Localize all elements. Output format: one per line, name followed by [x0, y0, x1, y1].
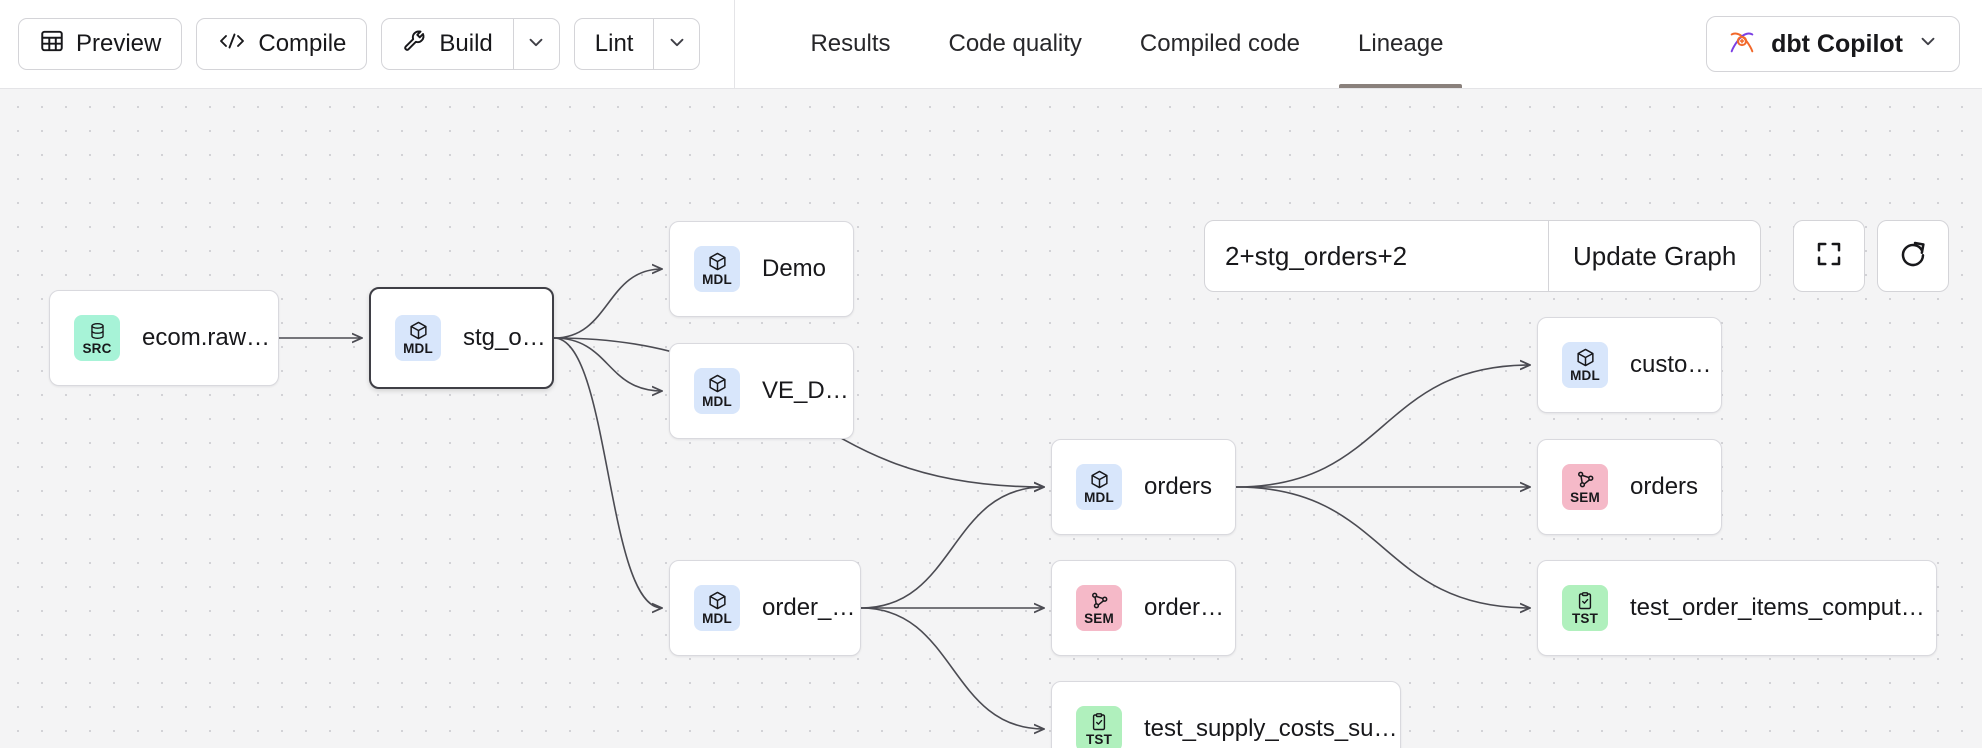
lineage-node-label: test_order_items_compute_to_bools_c… [1630, 594, 1936, 621]
chevron-down-icon [525, 31, 547, 58]
node-type-label: MDL [1084, 490, 1114, 506]
lineage-node-orders_sem[interactable]: SEM orders [1537, 439, 1722, 535]
wrench-icon [402, 28, 428, 61]
lineage-node-label: order_item [1144, 594, 1235, 621]
node-type-label: SEM [1570, 490, 1600, 506]
chevron-down-icon [1917, 30, 1939, 59]
lineage-node-test_supply_costs[interactable]: TST test_supply_costs_sum_correctly [1051, 681, 1401, 748]
lineage-node-label: Demo [762, 255, 827, 282]
lineage-canvas[interactable]: SRCecom.raw_ordersMDLstg_ordersMDLDemoMD… [0, 89, 1982, 748]
dbt-copilot-icon [1727, 26, 1757, 63]
preview-button-label: Preview [76, 30, 162, 57]
lineage-node-label: VE_Demo [762, 377, 853, 404]
lint-button[interactable]: Lint [575, 19, 654, 69]
chevron-down-icon [666, 31, 688, 58]
compile-button-label: Compile [258, 30, 347, 57]
tab-code-quality[interactable]: Code quality [920, 0, 1111, 88]
top-toolbar: Preview Compile [0, 0, 1982, 89]
lineage-node-label: order_items [762, 594, 860, 621]
tab-lineage-label: Lineage [1358, 30, 1444, 57]
reset-graph-button[interactable] [1877, 220, 1949, 292]
node-selector-group: Update Graph [1204, 220, 1762, 292]
node-type-label: MDL [1570, 368, 1600, 384]
tab-bar: Results Code quality Compiled code Linea… [735, 0, 1472, 88]
test-icon: TST [1562, 585, 1608, 631]
lineage-node-label: customers [1630, 351, 1721, 378]
update-graph-button[interactable]: Update Graph [1548, 221, 1760, 291]
database-icon: SRC [74, 315, 120, 361]
code-icon [217, 29, 247, 60]
node-type-label: MDL [403, 341, 433, 357]
lineage-node-label: orders [1144, 473, 1213, 500]
semantic-icon: SEM [1562, 464, 1608, 510]
toolbar-divider [734, 0, 736, 89]
compile-button[interactable]: Compile [196, 18, 368, 70]
lineage-edge [553, 269, 662, 339]
lineage-node-label: orders [1630, 473, 1699, 500]
update-graph-label: Update Graph [1573, 240, 1737, 271]
tab-lineage[interactable]: Lineage [1329, 0, 1472, 88]
cube-icon: MDL [1076, 464, 1122, 510]
node-type-label: SRC [82, 341, 112, 357]
lineage-edge [553, 337, 662, 391]
node-type-label: MDL [702, 272, 732, 288]
tab-compiled-code-label: Compiled code [1139, 30, 1301, 57]
tab-results[interactable]: Results [781, 0, 919, 88]
cube-icon: MDL [1562, 342, 1608, 388]
build-button-label: Build [439, 30, 493, 57]
lint-dropdown-toggle[interactable] [653, 19, 699, 69]
tab-results-label: Results [810, 30, 891, 57]
test-icon: TST [1076, 706, 1122, 748]
graph-controls: Update Graph [0, 89, 1982, 748]
lineage-node-test_order_items[interactable]: TST test_order_items_compute_to_bools_c… [1537, 560, 1937, 656]
semantic-icon: SEM [1076, 585, 1122, 631]
build-button[interactable]: Build [382, 19, 512, 69]
fullscreen-icon [1814, 239, 1844, 274]
lineage-node-demo[interactable]: MDL Demo [669, 221, 854, 317]
cube-icon: MDL [694, 368, 740, 414]
dbt-copilot-label: dbt Copilot [1771, 29, 1903, 58]
fullscreen-button[interactable] [1793, 220, 1865, 292]
lineage-edge [1235, 365, 1530, 488]
toolbar-actions: Preview Compile [0, 0, 736, 89]
dbt-copilot-button[interactable]: dbt Copilot [1706, 16, 1960, 72]
lint-split-button: Lint [573, 18, 701, 70]
table-icon [39, 28, 65, 61]
lineage-node-order_item_sem[interactable]: SEM order_item [1051, 560, 1236, 656]
lineage-node-label: ecom.raw_orders [142, 324, 278, 351]
lineage-edge [1235, 486, 1530, 608]
lineage-node-order_items[interactable]: MDL order_items [669, 560, 861, 656]
lineage-node-stg_orders[interactable]: MDL stg_orders [369, 287, 554, 389]
lineage-node-customers[interactable]: MDL customers [1537, 317, 1722, 413]
preview-button[interactable]: Preview [18, 18, 183, 70]
node-type-label: MDL [702, 394, 732, 410]
node-type-label: TST [1571, 611, 1599, 627]
cube-icon: MDL [694, 585, 740, 631]
node-type-label: MDL [702, 611, 732, 627]
lint-button-label: Lint [594, 30, 634, 57]
lineage-edge [553, 337, 662, 608]
lineage-edge [860, 607, 1044, 729]
node-type-label: SEM [1084, 611, 1114, 627]
lineage-edge [860, 487, 1044, 609]
tab-code-quality-label: Code quality [948, 30, 1082, 57]
lineage-node-label: stg_orders [463, 324, 552, 351]
tab-compiled-code[interactable]: Compiled code [1111, 0, 1329, 88]
lineage-node-label: test_supply_costs_sum_correctly [1144, 715, 1400, 742]
refresh-icon [1898, 239, 1928, 274]
lineage-node-ve_demo[interactable]: MDL VE_Demo [669, 343, 854, 439]
build-dropdown-toggle[interactable] [512, 19, 559, 69]
lineage-node-orders_mdl[interactable]: MDL orders [1051, 439, 1236, 535]
lineage-node-ecom_raw_orders[interactable]: SRC ecom.raw_orders [49, 290, 279, 386]
build-split-button: Build [381, 18, 560, 70]
node-type-label: TST [1085, 732, 1113, 748]
copilot-area: dbt Copilot [1706, 16, 1982, 72]
node-selector-input[interactable] [1205, 221, 1548, 291]
cube-icon: MDL [694, 246, 740, 292]
cube-icon: MDL [395, 315, 441, 361]
